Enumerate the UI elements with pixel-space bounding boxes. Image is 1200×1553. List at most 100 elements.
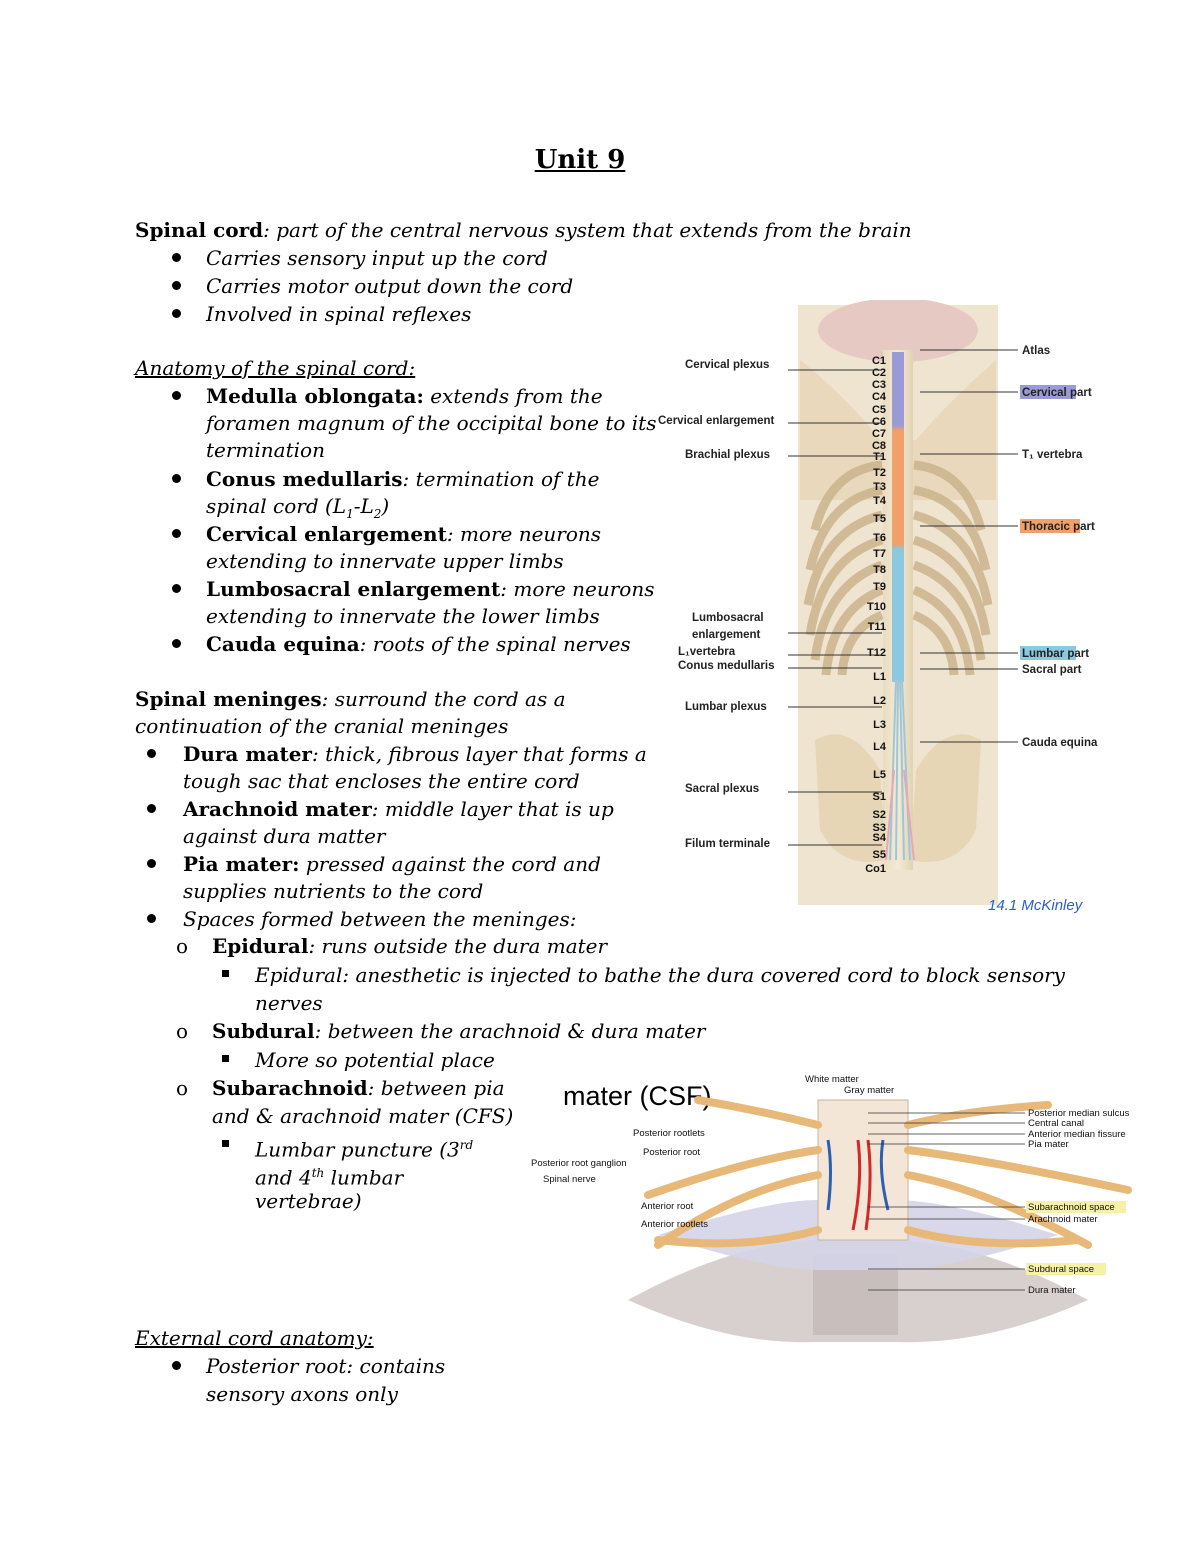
list-item: Epidural: runs outside the dura mater (212, 933, 607, 960)
bullet-icon (147, 859, 156, 868)
arachnoid-text: : middle layer that is up (371, 797, 614, 821)
shoulders-shape (800, 360, 996, 500)
spinal-cord-definition: Spinal cord: part of the central nervous… (135, 217, 912, 244)
segment-label: T2 (873, 467, 886, 479)
medulla-term: Medulla oblongata: (206, 384, 424, 408)
subarachnoid-text-2: and & arachnoid mater (CFS) (212, 1104, 514, 1128)
subscript: 1 (346, 507, 354, 521)
page-title: Unit 9 (534, 145, 626, 175)
square-bullet-icon (222, 970, 229, 977)
label-highlight (1020, 519, 1080, 533)
figure-label-left: Conus medullaris (678, 660, 775, 672)
figure-label-right: Cauda equina (1022, 737, 1098, 749)
conus-text-a: spinal cord (L (206, 494, 347, 518)
list-item: Posterior root: contains (206, 1354, 446, 1378)
figure-label: Subarachnoid space (1028, 1202, 1115, 1213)
square-bullet-icon (222, 1140, 229, 1147)
artery-shape (851, 1139, 872, 1231)
lp-text: Lumbar puncture (3 (255, 1137, 460, 1162)
anatomy-heading: Anatomy of the spinal cord: (135, 356, 416, 380)
figure-label: White matter (805, 1074, 859, 1085)
ribcage-shape (803, 460, 993, 676)
figure-label-left: Cervical plexus (685, 359, 769, 371)
lumbar-puncture-text-2: and 4th lumbar (255, 1160, 403, 1192)
cauda-text: : roots of the spinal nerves (359, 632, 631, 656)
list-item-continued: sensory axons only (206, 1382, 398, 1406)
segment-label: C5 (872, 404, 886, 416)
segment-label: T12 (867, 647, 886, 659)
figure-label: Central canal (1028, 1118, 1084, 1129)
segment-label: T6 (873, 532, 886, 544)
figure-label-right: Atlas (1022, 345, 1050, 357)
bullet-icon (147, 749, 156, 758)
label-highlight (1026, 1201, 1126, 1213)
cauda-term: Cauda equina (206, 632, 360, 656)
meninges-term: Spinal meninges (135, 687, 322, 711)
spinal-cord-term: Spinal cord (135, 218, 264, 242)
segment-label: L4 (873, 741, 887, 753)
segment-label: S5 (873, 849, 886, 861)
cervical-text: : more neurons (446, 522, 602, 546)
segment-label: L3 (873, 719, 886, 731)
lumbar-puncture-text-3: vertebrae) (255, 1189, 362, 1213)
lumbo-text-2: extending to innervate the lower limbs (206, 604, 600, 628)
circle-bullet-icon: o (176, 1019, 189, 1043)
lumbo-text: : more neurons (500, 577, 655, 601)
dura-term: Dura mater (183, 742, 312, 766)
subarachnoid-term: Subarachnoid (212, 1076, 368, 1100)
list-item: Subarachnoid: between pia (212, 1075, 505, 1102)
pia-text: pressed against the cord and (299, 852, 601, 876)
meninges-definition: Spinal meninges: surround the cord as a (135, 686, 566, 713)
list-item: Cauda equina: roots of the spinal nerves (206, 631, 631, 658)
subscript: 2 (373, 507, 382, 521)
cervical-term: Cervical enlargement (206, 522, 447, 546)
figure-label: Arachnoid mater (1028, 1214, 1098, 1225)
bullet-icon (172, 584, 181, 593)
figure-label: Subdural space (1028, 1264, 1094, 1275)
figure-label-left: enlargement (692, 629, 761, 641)
figure-label-left: Cervical enlargement (658, 415, 775, 427)
list-item: Subdural: between the arachnoid & dura m… (212, 1018, 705, 1045)
brain-shape (818, 300, 978, 362)
conus-term: Conus medullaris (206, 467, 403, 491)
bullet-icon (147, 914, 156, 923)
nerve-roots-shape (644, 1096, 1132, 1249)
epidural-text: : runs outside the dura mater (308, 934, 608, 958)
figure-label-right: Thoracic part (1022, 521, 1095, 533)
figure-label-left: Filum terminale (685, 838, 770, 850)
figure-label: Gray matter (844, 1085, 894, 1096)
segment-label: Co1 (865, 863, 886, 875)
label-highlight (1020, 646, 1076, 660)
segment-label: C4 (872, 391, 887, 403)
bullet-icon (172, 309, 181, 318)
label-highlight (1026, 1263, 1106, 1275)
conus-text-b: -L (353, 494, 374, 518)
segment-label: S1 (873, 791, 886, 803)
segment-label: T11 (868, 621, 886, 633)
figure-label: Anterior median fissure (1028, 1129, 1126, 1140)
segment-label: T5 (873, 513, 886, 525)
segment-label: C8 (872, 440, 886, 452)
superscript: th (311, 1166, 325, 1180)
cervical-text-2: extending to innervate upper limbs (206, 549, 564, 573)
lp-text: lumbar (324, 1165, 404, 1190)
bullet-icon (147, 804, 156, 813)
subdural-sub-text: More so potential place (255, 1048, 495, 1072)
spinal-cord-def: : part of the central nervous system tha… (263, 218, 912, 242)
segment-label: C3 (872, 379, 886, 391)
meninges-text: : surround the cord as a (321, 687, 566, 711)
superscript: rd (459, 1138, 474, 1152)
segment-label: C7 (872, 428, 886, 440)
circle-bullet-icon: o (176, 1076, 189, 1100)
figure-label: Dura mater (1028, 1285, 1076, 1296)
epidural-sub-text: Epidural: anesthetic is injected to bath… (255, 963, 1065, 987)
list-item: Pia mater: pressed against the cord and (183, 851, 601, 878)
segment-label: L2 (873, 695, 886, 707)
figure-label: Anterior rootlets (641, 1219, 708, 1230)
meninges-text-2: continuation of the cranial meninges (135, 714, 509, 738)
figure-label-left: Sacral plexus (685, 783, 759, 795)
figure-caption: 14.1 McKinley (988, 897, 1084, 914)
pia-term: Pia mater: (183, 852, 300, 876)
list-item: Involved in spinal reflexes (206, 302, 472, 326)
